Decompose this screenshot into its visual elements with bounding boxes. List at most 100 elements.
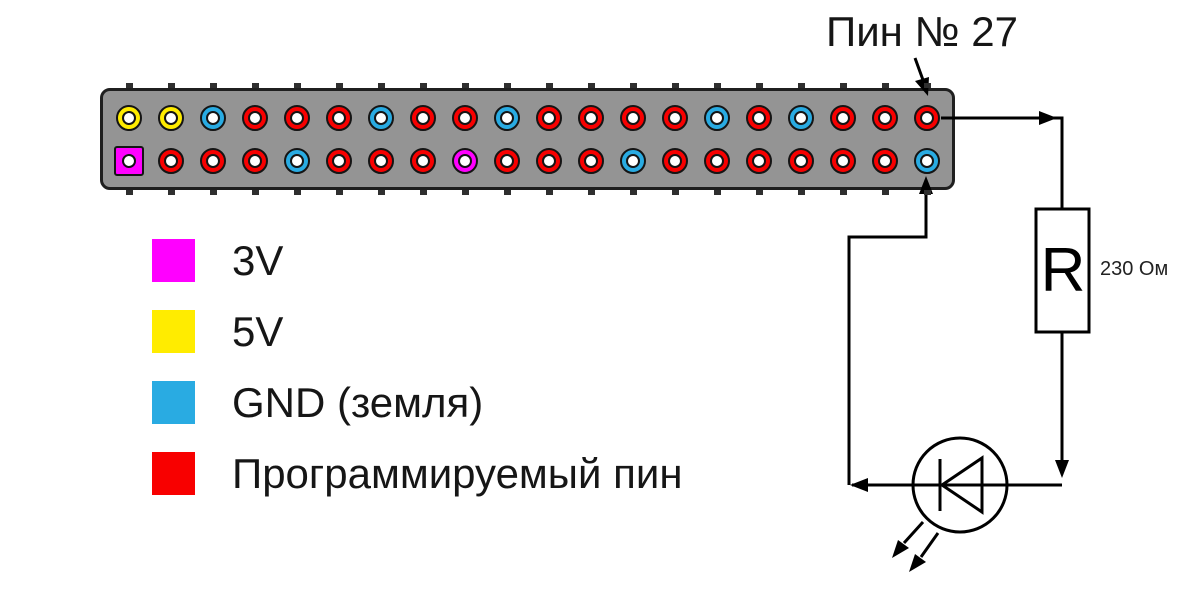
pin-hole bbox=[458, 111, 472, 125]
pin-top-1-5v bbox=[116, 105, 142, 131]
header-pin-tick bbox=[126, 190, 133, 195]
legend-swatch-gnd bbox=[152, 381, 195, 424]
pin-top-3-gnd bbox=[200, 105, 226, 131]
legend-item-5v: 5V bbox=[152, 310, 683, 353]
pin-top-12-pin bbox=[578, 105, 604, 131]
pin-hole bbox=[836, 111, 850, 125]
pin-bottom-17-pin bbox=[788, 148, 814, 174]
header-pin-tick bbox=[210, 83, 217, 88]
resistor-symbol: R bbox=[1040, 236, 1086, 305]
pin-bottom-18-pin bbox=[830, 148, 856, 174]
pin-hole bbox=[374, 154, 388, 168]
header-pin-tick bbox=[336, 190, 343, 195]
pin-hole bbox=[500, 111, 514, 125]
header-pin-tick bbox=[210, 190, 217, 195]
pin-hole bbox=[542, 154, 556, 168]
header-pin-tick bbox=[630, 83, 637, 88]
arrowhead-right-icon bbox=[1039, 111, 1057, 125]
pin-hole bbox=[164, 154, 178, 168]
pin-hole bbox=[584, 111, 598, 125]
pin-top-7-gnd bbox=[368, 105, 394, 131]
pin-top-20-pin bbox=[914, 105, 940, 131]
pin-top-13-pin bbox=[620, 105, 646, 131]
header-pin-tick bbox=[756, 190, 763, 195]
pin-hole bbox=[332, 111, 346, 125]
header-pin-tick bbox=[924, 83, 931, 88]
pin-hole bbox=[206, 111, 220, 125]
pin-hole bbox=[458, 154, 472, 168]
pin-bottom-10-pin bbox=[494, 148, 520, 174]
legend-label-5v: 5V bbox=[232, 308, 284, 355]
pin-hole bbox=[794, 111, 808, 125]
header-pin-tick bbox=[336, 83, 343, 88]
pin-top-2-5v bbox=[158, 105, 184, 131]
pin-top-10-gnd bbox=[494, 105, 520, 131]
header-pin-tick bbox=[798, 190, 805, 195]
pin-hole bbox=[290, 111, 304, 125]
header-pin-tick bbox=[672, 190, 679, 195]
header-pin-tick bbox=[588, 83, 595, 88]
pin-hole bbox=[920, 111, 934, 125]
pin-hole bbox=[122, 111, 136, 125]
pin-top-6-pin bbox=[326, 105, 352, 131]
pin-hole bbox=[416, 111, 430, 125]
pin-hole bbox=[374, 111, 388, 125]
legend-label-3v: 3V bbox=[232, 237, 284, 284]
pin-bottom-13-gnd bbox=[620, 148, 646, 174]
gpio-header bbox=[100, 88, 955, 190]
pin-hole bbox=[710, 154, 724, 168]
pin-hole bbox=[122, 154, 136, 168]
header-pin-tick bbox=[840, 83, 847, 88]
arrowhead-up-icon bbox=[919, 176, 933, 194]
pin-bottom-6-pin bbox=[326, 148, 352, 174]
pin-hole bbox=[752, 111, 766, 125]
header-pin-tick bbox=[714, 83, 721, 88]
pin-hole bbox=[542, 111, 556, 125]
pin-top-9-pin bbox=[452, 105, 478, 131]
pin-top-11-pin bbox=[536, 105, 562, 131]
legend-item-gnd: GND (земля) bbox=[152, 381, 683, 424]
header-pin-tick bbox=[168, 83, 175, 88]
header-pin-tick bbox=[294, 190, 301, 195]
header-pin-tick bbox=[588, 190, 595, 195]
pin-top-4-pin bbox=[242, 105, 268, 131]
header-pin-tick bbox=[378, 190, 385, 195]
pin-top-18-pin bbox=[830, 105, 856, 131]
legend-item-3v: 3V bbox=[152, 239, 683, 282]
pin-top-15-gnd bbox=[704, 105, 730, 131]
header-pin-tick bbox=[252, 190, 259, 195]
pin-top-14-pin bbox=[662, 105, 688, 131]
header-pin-tick bbox=[168, 190, 175, 195]
resistor-value-label: 230 Ом bbox=[1100, 258, 1169, 280]
pin-bottom-4-pin bbox=[242, 148, 268, 174]
header-pin-tick bbox=[672, 83, 679, 88]
pin-bottom-9-3v bbox=[452, 148, 478, 174]
header-pin-tick bbox=[504, 190, 511, 195]
header-pin-tick bbox=[840, 190, 847, 195]
pin-hole bbox=[164, 111, 178, 125]
pin-bottom-16-pin bbox=[746, 148, 772, 174]
pin-hole bbox=[920, 154, 934, 168]
pin-bottom-3-pin bbox=[200, 148, 226, 174]
header-pin-tick bbox=[252, 83, 259, 88]
header-pin-tick bbox=[714, 190, 721, 195]
pin-top-19-pin bbox=[872, 105, 898, 131]
header-pin-tick bbox=[126, 83, 133, 88]
legend-swatch-pin bbox=[152, 452, 195, 495]
pin-bottom-5-gnd bbox=[284, 148, 310, 174]
pin-hole bbox=[626, 111, 640, 125]
header-pin-tick bbox=[462, 190, 469, 195]
pin-bottom-15-pin bbox=[704, 148, 730, 174]
wire-led-to-gnd bbox=[847, 193, 928, 485]
pin-bottom-11-pin bbox=[536, 148, 562, 174]
header-pin-tick bbox=[798, 83, 805, 88]
pin-top-17-gnd bbox=[788, 105, 814, 131]
pin-bottom-19-pin bbox=[872, 148, 898, 174]
header-pin-tick bbox=[630, 190, 637, 195]
pin-hole bbox=[794, 154, 808, 168]
arrowhead-left-icon bbox=[850, 478, 868, 492]
led-light-arrowhead-1-icon bbox=[892, 540, 909, 558]
